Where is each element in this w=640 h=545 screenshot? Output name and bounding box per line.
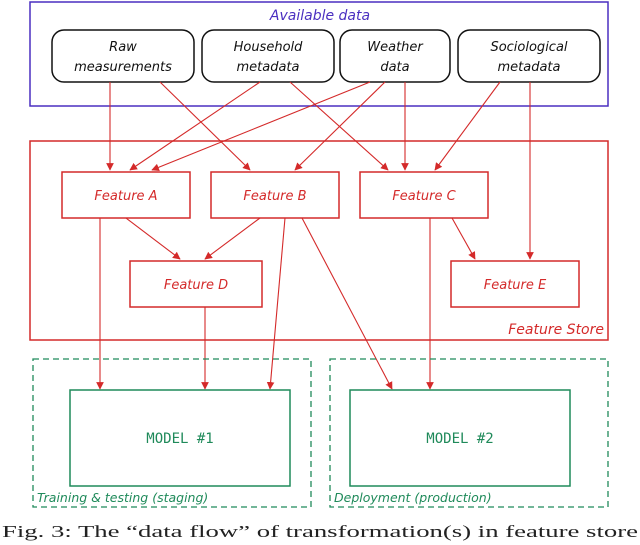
feature-store-container [29,140,609,341]
deployment-group: MODEL #2 Deployment (production) [329,358,609,508]
feature-store-label: Feature Store [508,322,604,338]
training-label: Training & testing (staging) [37,490,208,505]
source-weather-line1: Weather [367,40,424,55]
source-raw-line2: measurements [74,60,172,75]
source-raw-measurements: Raw measurements [51,29,195,83]
arrow-raw-to-feature-b [159,81,251,171]
arrow-weather-to-feature-a [151,81,371,171]
model-2-box [349,389,571,487]
available-data-container [29,1,609,107]
source-household-line2: metadata [236,60,299,75]
source-sociological-line1: Sociological [490,40,567,55]
source-household-line1: Household [234,40,304,55]
feature-store-group: Feature Store Feature A Feature B Featur… [29,140,609,341]
arrows [96,81,534,390]
figure-caption: Fig. 3: The “data flow” of transformatio… [2,522,638,541]
arrow-household-to-feature-a [129,81,261,171]
deployment-container [329,358,609,508]
available-data-group: Available data Raw measurements Househol… [29,1,609,107]
arrow-socio-to-feature-c [434,81,501,171]
feature-d-label: Feature D [164,278,228,293]
feature-d: Feature D [129,260,263,308]
source-sociological-metadata: Sociological metadata [457,29,601,83]
feature-a-label: Feature A [94,189,157,204]
deployment-label: Deployment (production) [334,490,492,505]
feature-e: Feature E [450,260,580,308]
feature-c-label: Feature C [392,189,456,204]
source-weather-data: Weather data [339,29,451,83]
feature-c: Feature C [359,171,489,219]
arrow-feature-b-to-model-1 [266,217,286,390]
arrow-feature-b-to-model-2 [301,217,393,390]
source-sociological-line2: metadata [497,60,560,75]
source-household-metadata: Household metadata [201,29,335,83]
arrow-feature-a-to-feature-d [125,217,181,260]
arrow-feature-b-to-feature-d [204,217,261,260]
feature-a: Feature A [61,171,191,219]
source-raw-line1: Raw [109,40,137,55]
training-group: MODEL #1 Training & testing (staging) [32,358,312,508]
arrow-household-to-feature-c [289,81,389,171]
feature-e-label: Feature E [484,278,547,293]
source-weather-line2: data [380,60,409,75]
feature-b-label: Feature B [243,189,306,204]
available-data-label: Available data [269,8,370,24]
arrow-feature-c-to-feature-e [451,217,476,260]
model-2-label: MODEL #2 [426,431,493,447]
model-1-label: MODEL #1 [146,431,213,447]
arrow-weather-to-feature-b [294,81,386,171]
training-container [32,358,312,508]
feature-b: Feature B [210,171,340,219]
model-1-box [69,389,291,487]
